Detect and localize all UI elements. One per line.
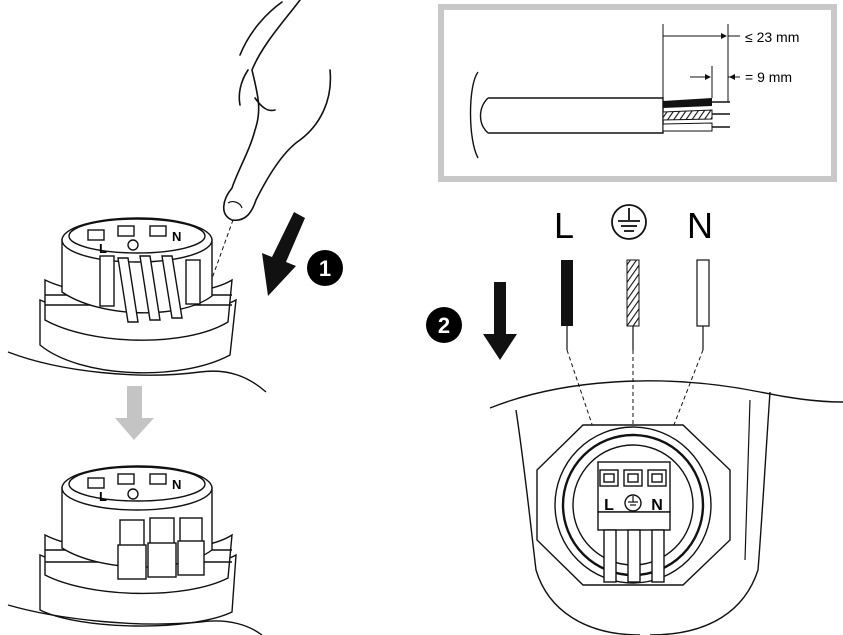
step1-illustration: L N 1 [7, 0, 343, 393]
step2-badge: 2 [426, 307, 462, 343]
connector1-label-n: N [172, 229, 181, 244]
wire-earth [626, 259, 640, 350]
connector-open-clamps [39, 217, 237, 374]
terminal-label-neutral: N [651, 497, 663, 514]
wire-neutral [696, 259, 710, 350]
strip-length-panel: ≤ 23 mm = 9 mm [438, 4, 837, 182]
insert-down-arrow [483, 282, 517, 360]
step2-illustration: L N [426, 204, 843, 635]
panel-frame [438, 4, 837, 182]
wire-live [561, 260, 573, 350]
wire-label-neutral: N [687, 205, 713, 246]
housing-cavity [515, 391, 771, 635]
step1-badge: 1 [307, 250, 343, 286]
strip-length-outer-label: ≤ 23 mm [745, 29, 799, 45]
stripped-conductors [662, 98, 730, 132]
dimension-lines [662, 24, 740, 102]
hand-finger [222, 0, 332, 222]
wire-label-live: L [554, 205, 574, 246]
housing-surface [489, 380, 843, 409]
terminal-block [536, 424, 731, 586]
connector-closed-clamps [39, 465, 237, 627]
protective-earth-icon [611, 204, 647, 240]
connector1-label-l: L [99, 241, 107, 256]
strip-length-inner-label: = 9 mm [745, 69, 792, 85]
terminal-label-live: L [604, 497, 614, 514]
push-down-arrow [262, 212, 305, 296]
mounting-surface-bottom [7, 604, 263, 635]
step2-number: 2 [438, 313, 450, 338]
connector2-label-l: L [99, 489, 107, 504]
terminal-earth-icon [624, 494, 642, 512]
mounting-surface [7, 351, 267, 393]
step1-number: 1 [319, 256, 331, 281]
transition-arrow [115, 386, 154, 440]
connector2-label-n: N [172, 477, 181, 492]
